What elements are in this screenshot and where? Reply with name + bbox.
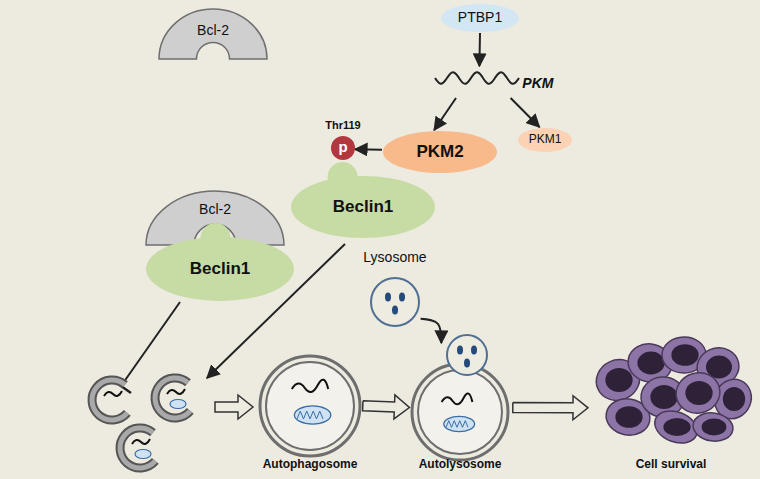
- bcl2-protein-outline: [159, 9, 267, 59]
- autophagosome-shape: [250, 352, 370, 474]
- beclin1-protein: Beclin1: [290, 161, 436, 239]
- cargo-protein: [292, 380, 328, 392]
- mrna-transcript-outline: [435, 72, 519, 83]
- node-label: PKM: [522, 76, 553, 91]
- enzyme-dot: [399, 293, 405, 302]
- node-label: PKM2: [416, 143, 463, 162]
- bcl2-protein: Bcl-2: [158, 8, 268, 60]
- process-arrow: [363, 395, 410, 419]
- node-label: PTBP1: [458, 10, 502, 25]
- lysosome-outline: [371, 278, 419, 326]
- enzyme-dot: [471, 346, 477, 355]
- protein-ellipse-outline: [518, 128, 572, 152]
- node-label: Bcl-2: [199, 202, 231, 217]
- cell-cluster-shape: [588, 335, 754, 475]
- mitochondrion: [444, 416, 475, 431]
- phospho-site-outline: [331, 136, 355, 160]
- mrna-transcript: PKM: [430, 58, 560, 98]
- autophagosome: Autophagosome: [250, 352, 370, 474]
- node-label: Beclin1: [333, 198, 393, 217]
- protein-ellipse-outline: [441, 4, 519, 32]
- cell-cluster-outline: [590, 337, 758, 449]
- arrow-connector: [355, 148, 382, 151]
- enzyme-dot: [385, 293, 391, 302]
- mitochondrion-cristae: [446, 421, 468, 428]
- node-label: Cell survival: [636, 458, 707, 471]
- node-label: PKM1: [529, 133, 562, 146]
- arrow-connector: [478, 33, 481, 66]
- protein-ellipse: PKM2: [382, 130, 498, 174]
- enzyme-dot: [464, 359, 470, 368]
- mitochondrion: [294, 406, 330, 424]
- protein-ellipse: PTBP1: [440, 3, 520, 33]
- beclin1-protein-outline: [146, 223, 294, 301]
- process-arrow: [215, 395, 253, 419]
- arrow-connector: [511, 98, 540, 127]
- node-label: Thr119: [325, 119, 360, 131]
- enzyme-dot: [457, 346, 463, 355]
- cargo-protein: [442, 393, 473, 404]
- autolysosome-shape: [405, 325, 515, 475]
- node-label: Autophagosome: [263, 458, 358, 471]
- autolysosome-outline: [412, 335, 508, 460]
- protein-ellipse: PKM1: [517, 127, 573, 153]
- lysosome: Lysosome: [355, 250, 435, 328]
- node-label: Lysosome: [363, 250, 426, 265]
- phagophores: [92, 378, 190, 468]
- inhibition-line: [121, 302, 180, 386]
- phospho-site: Thr119p: [331, 136, 355, 160]
- node-label: Bcl-2: [197, 24, 229, 39]
- beclin1-protein: Beclin1: [145, 222, 295, 302]
- cell-cluster: Cell survival: [588, 335, 754, 475]
- arrow-connector: [434, 98, 456, 130]
- enzyme-dot: [392, 306, 398, 315]
- node-label: Beclin1: [190, 260, 250, 279]
- arrow-connector: [421, 319, 442, 343]
- node-label: Autolysosome: [419, 458, 502, 471]
- beclin1-protein-outline: [291, 162, 435, 238]
- protein-ellipse-outline: [383, 131, 497, 173]
- autolysosome: Autolysosome: [405, 325, 515, 475]
- autophagosome-outline: [260, 356, 360, 456]
- node-sublabel: p: [338, 139, 347, 156]
- process-arrow: [513, 396, 588, 420]
- mitochondrion-cristae: [297, 411, 323, 419]
